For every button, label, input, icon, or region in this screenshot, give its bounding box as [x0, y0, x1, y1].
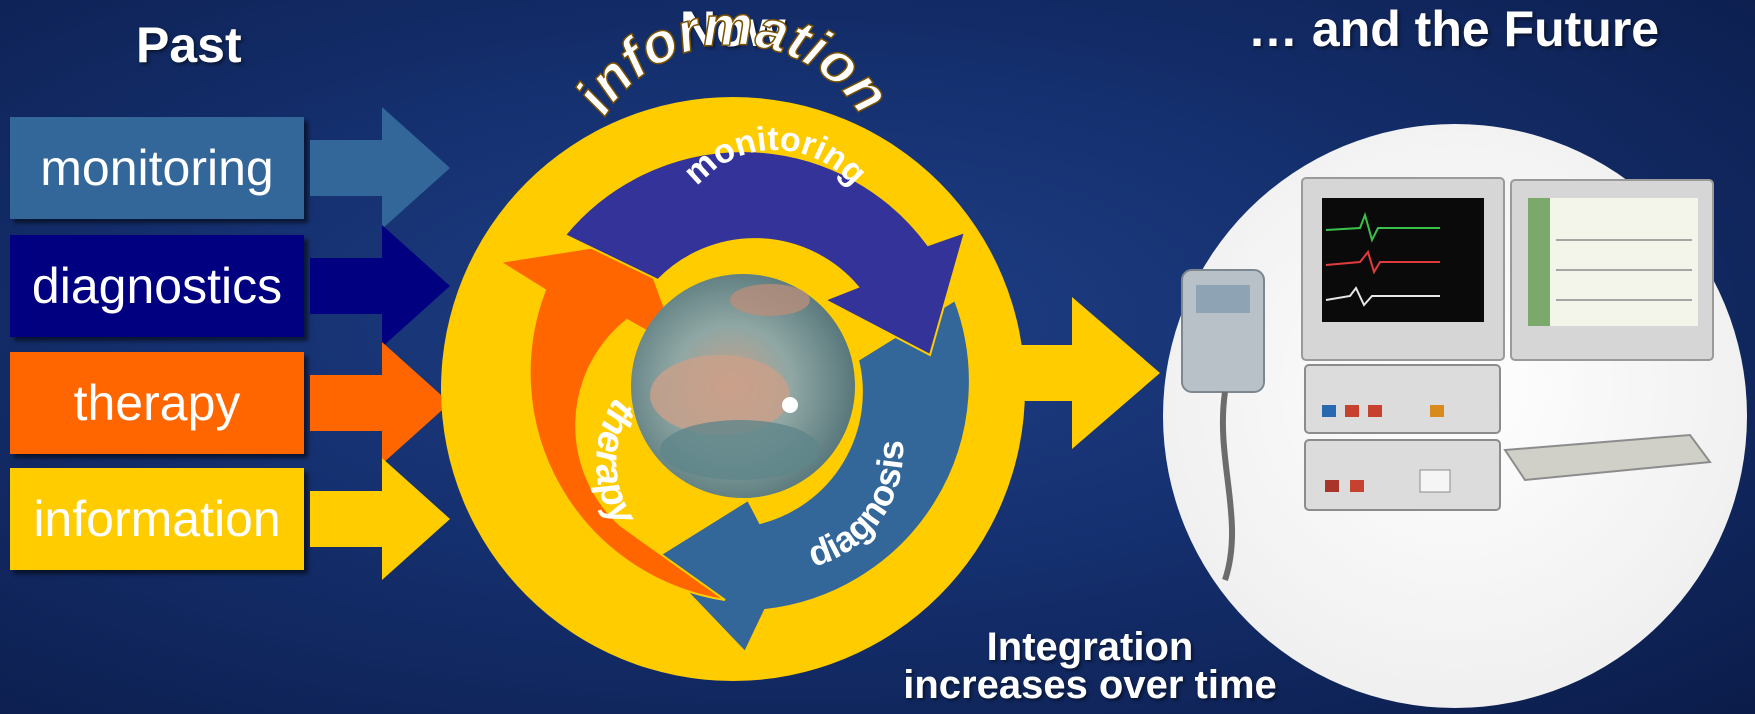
past-item-diagnostics: diagnostics — [10, 225, 450, 347]
future-arrow — [960, 297, 1160, 449]
past-item-therapy: therapy — [10, 342, 450, 464]
past-item-arrow — [310, 342, 450, 464]
caption-line-1: Integration — [986, 625, 1194, 669]
caption-line-2: increases over time — [903, 663, 1277, 707]
past-item-information: information — [10, 458, 450, 580]
past-item-label: diagnostics — [10, 235, 304, 337]
past-item-arrow — [310, 225, 450, 347]
past-item-label: therapy — [10, 352, 304, 454]
past-item-label: information — [10, 468, 304, 570]
past-item-arrow — [310, 458, 450, 580]
past-item-arrow — [310, 107, 450, 229]
monitoring-equipment-illustration — [1181, 177, 1714, 581]
cycle-arrow-diagnosis — [653, 298, 971, 654]
integration-caption: Integration increases over time — [870, 625, 1310, 707]
future-heading: … and the Future — [1248, 1, 1660, 57]
past-heading: Past — [136, 17, 242, 73]
cycle-arrow-monitoring — [563, 150, 967, 357]
now-heading: Now — [680, 1, 786, 57]
past-item-label: monitoring — [10, 117, 304, 219]
past-item-monitoring: monitoring — [10, 107, 450, 229]
